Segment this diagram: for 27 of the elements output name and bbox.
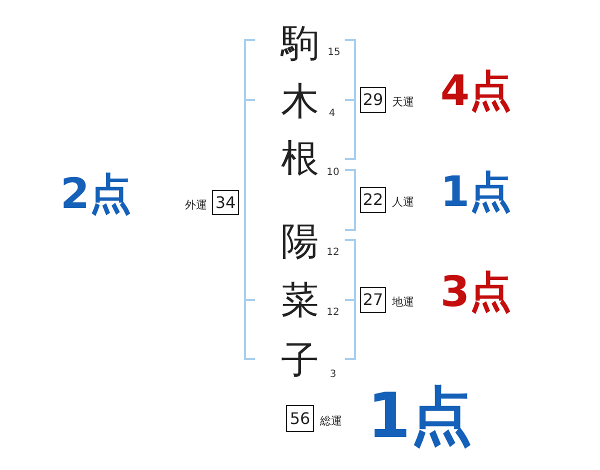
name-character: 菜 [281, 281, 319, 319]
fortune-number-box: 56 [286, 405, 314, 432]
score-text: 1点 [440, 171, 512, 213]
name-character: 子 [281, 341, 319, 379]
stroke-count: 4 [328, 109, 336, 119]
name-character: 木 [281, 82, 319, 120]
fortune-name: 人運 [392, 196, 414, 208]
name-character: 陽 [281, 222, 319, 260]
score-text: 2点 [60, 173, 132, 215]
stroke-count: 12 [326, 248, 340, 258]
stroke-count: 12 [326, 308, 340, 318]
score-text: 1点 [367, 385, 473, 447]
fortune-number-box: 27 [360, 287, 386, 313]
fortune-name: 天運 [392, 96, 414, 108]
score-text: 4点 [440, 70, 512, 112]
fortune-number-box: 29 [360, 87, 386, 113]
fortune-name: 地運 [392, 296, 414, 308]
name-character: 駒 [281, 24, 319, 62]
stroke-count: 3 [330, 370, 336, 380]
name-character: 根 [281, 139, 319, 177]
score-text: 3点 [440, 271, 512, 313]
fortune-number-box: 22 [360, 187, 386, 213]
stroke-count: 15 [328, 48, 340, 58]
fortune-name: 総運 [320, 415, 342, 426]
fortune-name: 外運 [185, 199, 207, 210]
fortune-number-box: 34 [212, 190, 239, 215]
stroke-count: 10 [326, 168, 340, 178]
